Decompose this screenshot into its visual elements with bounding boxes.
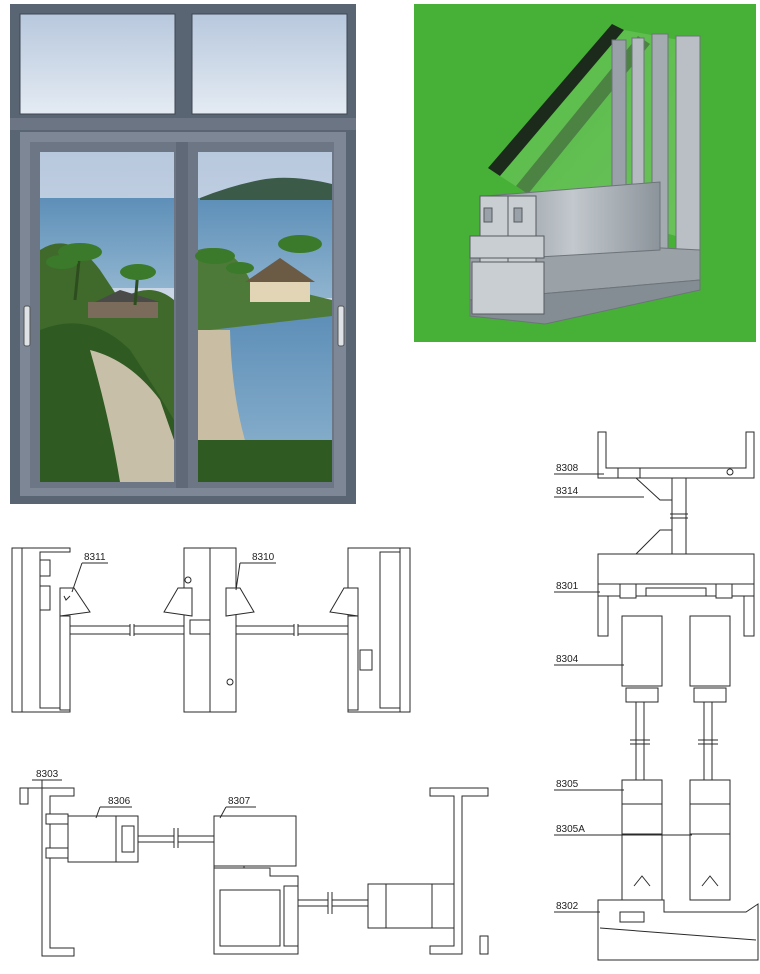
transom-bar [10, 118, 356, 130]
label-8305: 8305 [556, 779, 579, 790]
profile-end-cap [469, 195, 545, 315]
label-8310: 8310 [252, 552, 275, 563]
meeting-rail [176, 142, 188, 488]
glass-edge [488, 24, 624, 176]
section-vertical-right [597, 431, 759, 961]
left-sash [30, 142, 176, 488]
label-8305a: 8305A [556, 824, 585, 835]
part-labels: 8311 8310 8303 8306 8307 8308 8314 8301 … [32, 463, 692, 913]
window-photo [10, 4, 356, 504]
transom-left-pane [19, 13, 176, 115]
label-8304: 8304 [556, 654, 579, 665]
label-8307: 8307 [228, 796, 251, 807]
label-8314: 8314 [556, 486, 579, 497]
profile-3d-section [414, 4, 756, 342]
section-bottom-left [19, 787, 489, 957]
label-8303: 8303 [36, 769, 59, 780]
label-8302: 8302 [556, 901, 579, 912]
section-jambs-top [11, 547, 411, 713]
handle-icon [337, 305, 345, 347]
label-8311: 8311 [84, 552, 106, 563]
label-8301: 8301 [556, 581, 579, 592]
handle-icon [23, 305, 31, 347]
transom-right-pane [191, 13, 348, 115]
label-8308: 8308 [556, 463, 579, 474]
right-sash [188, 142, 334, 488]
label-8306: 8306 [108, 796, 131, 807]
